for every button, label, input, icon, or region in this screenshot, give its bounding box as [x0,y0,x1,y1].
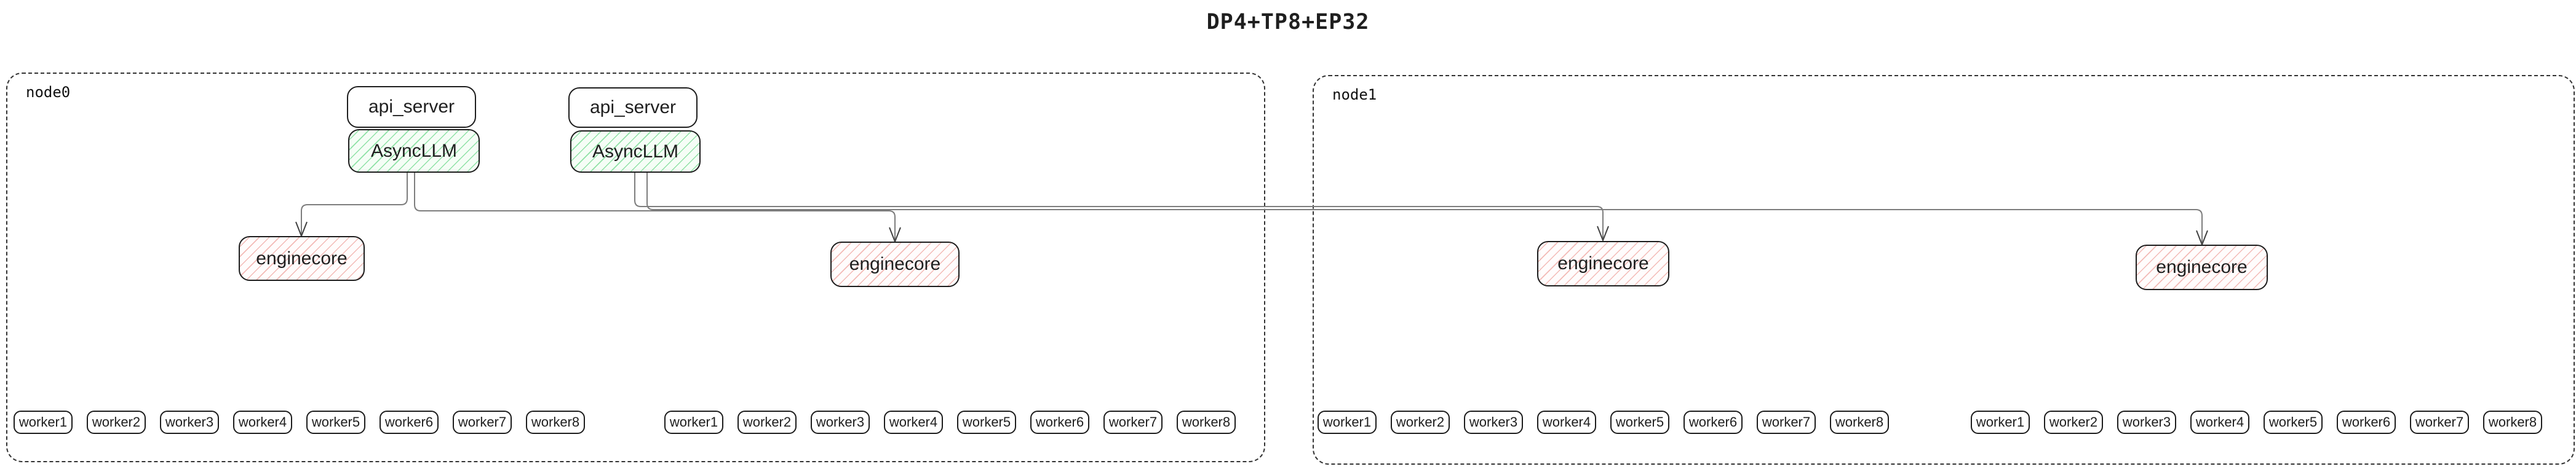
worker-box: worker7 [1757,411,1816,434]
enginecore-2-box: enginecore [830,242,960,287]
enginecore-3-box: enginecore [1537,241,1669,286]
worker-box: worker1 [664,411,723,434]
worker-box: worker4 [2190,411,2249,434]
worker-box: worker5 [2264,411,2323,434]
worker-box: worker1 [14,411,73,434]
worker-box: worker2 [87,411,146,434]
api-server-1-box: api_server [347,86,476,128]
worker-box: worker2 [737,411,797,434]
enginecore-4-box: enginecore [2136,245,2268,290]
node0-label: node0 [26,84,71,101]
worker-box: worker2 [2044,411,2103,434]
worker-box: worker3 [160,411,219,434]
worker-box: worker7 [2410,411,2469,434]
worker-box: worker8 [2483,411,2542,434]
worker-box: worker6 [2337,411,2396,434]
node1-label: node1 [1332,86,1377,103]
worker-box: worker2 [1391,411,1450,434]
diagram-title: DP4+TP8+EP32 [1206,10,1370,34]
node0-container: node0 [6,73,1265,462]
worker-box: worker7 [1103,411,1163,434]
asyncllm-2-box: AsyncLLM [570,130,701,173]
worker-box: worker5 [306,411,365,434]
worker-box: worker1 [1971,411,2030,434]
worker-box: worker5 [1610,411,1669,434]
worker-box: worker6 [1684,411,1743,434]
worker-box: worker4 [1537,411,1596,434]
worker-box: worker4 [233,411,292,434]
worker-box: worker7 [453,411,512,434]
worker-box: worker1 [1318,411,1377,434]
enginecore-1-box: enginecore [239,236,365,281]
asyncllm-1-box: AsyncLLM [348,129,480,173]
worker-box: worker8 [1830,411,1889,434]
worker-box: worker6 [380,411,439,434]
worker-box: worker3 [2117,411,2176,434]
worker-box: worker3 [811,411,870,434]
worker-box: worker3 [1464,411,1523,434]
api-server-2-box: api_server [568,87,698,128]
node1-container: node1 [1313,75,2575,465]
worker-box: worker6 [1030,411,1089,434]
worker-box: worker4 [884,411,943,434]
worker-box: worker5 [957,411,1016,434]
worker-box: worker8 [526,411,585,434]
worker-box: worker8 [1177,411,1236,434]
